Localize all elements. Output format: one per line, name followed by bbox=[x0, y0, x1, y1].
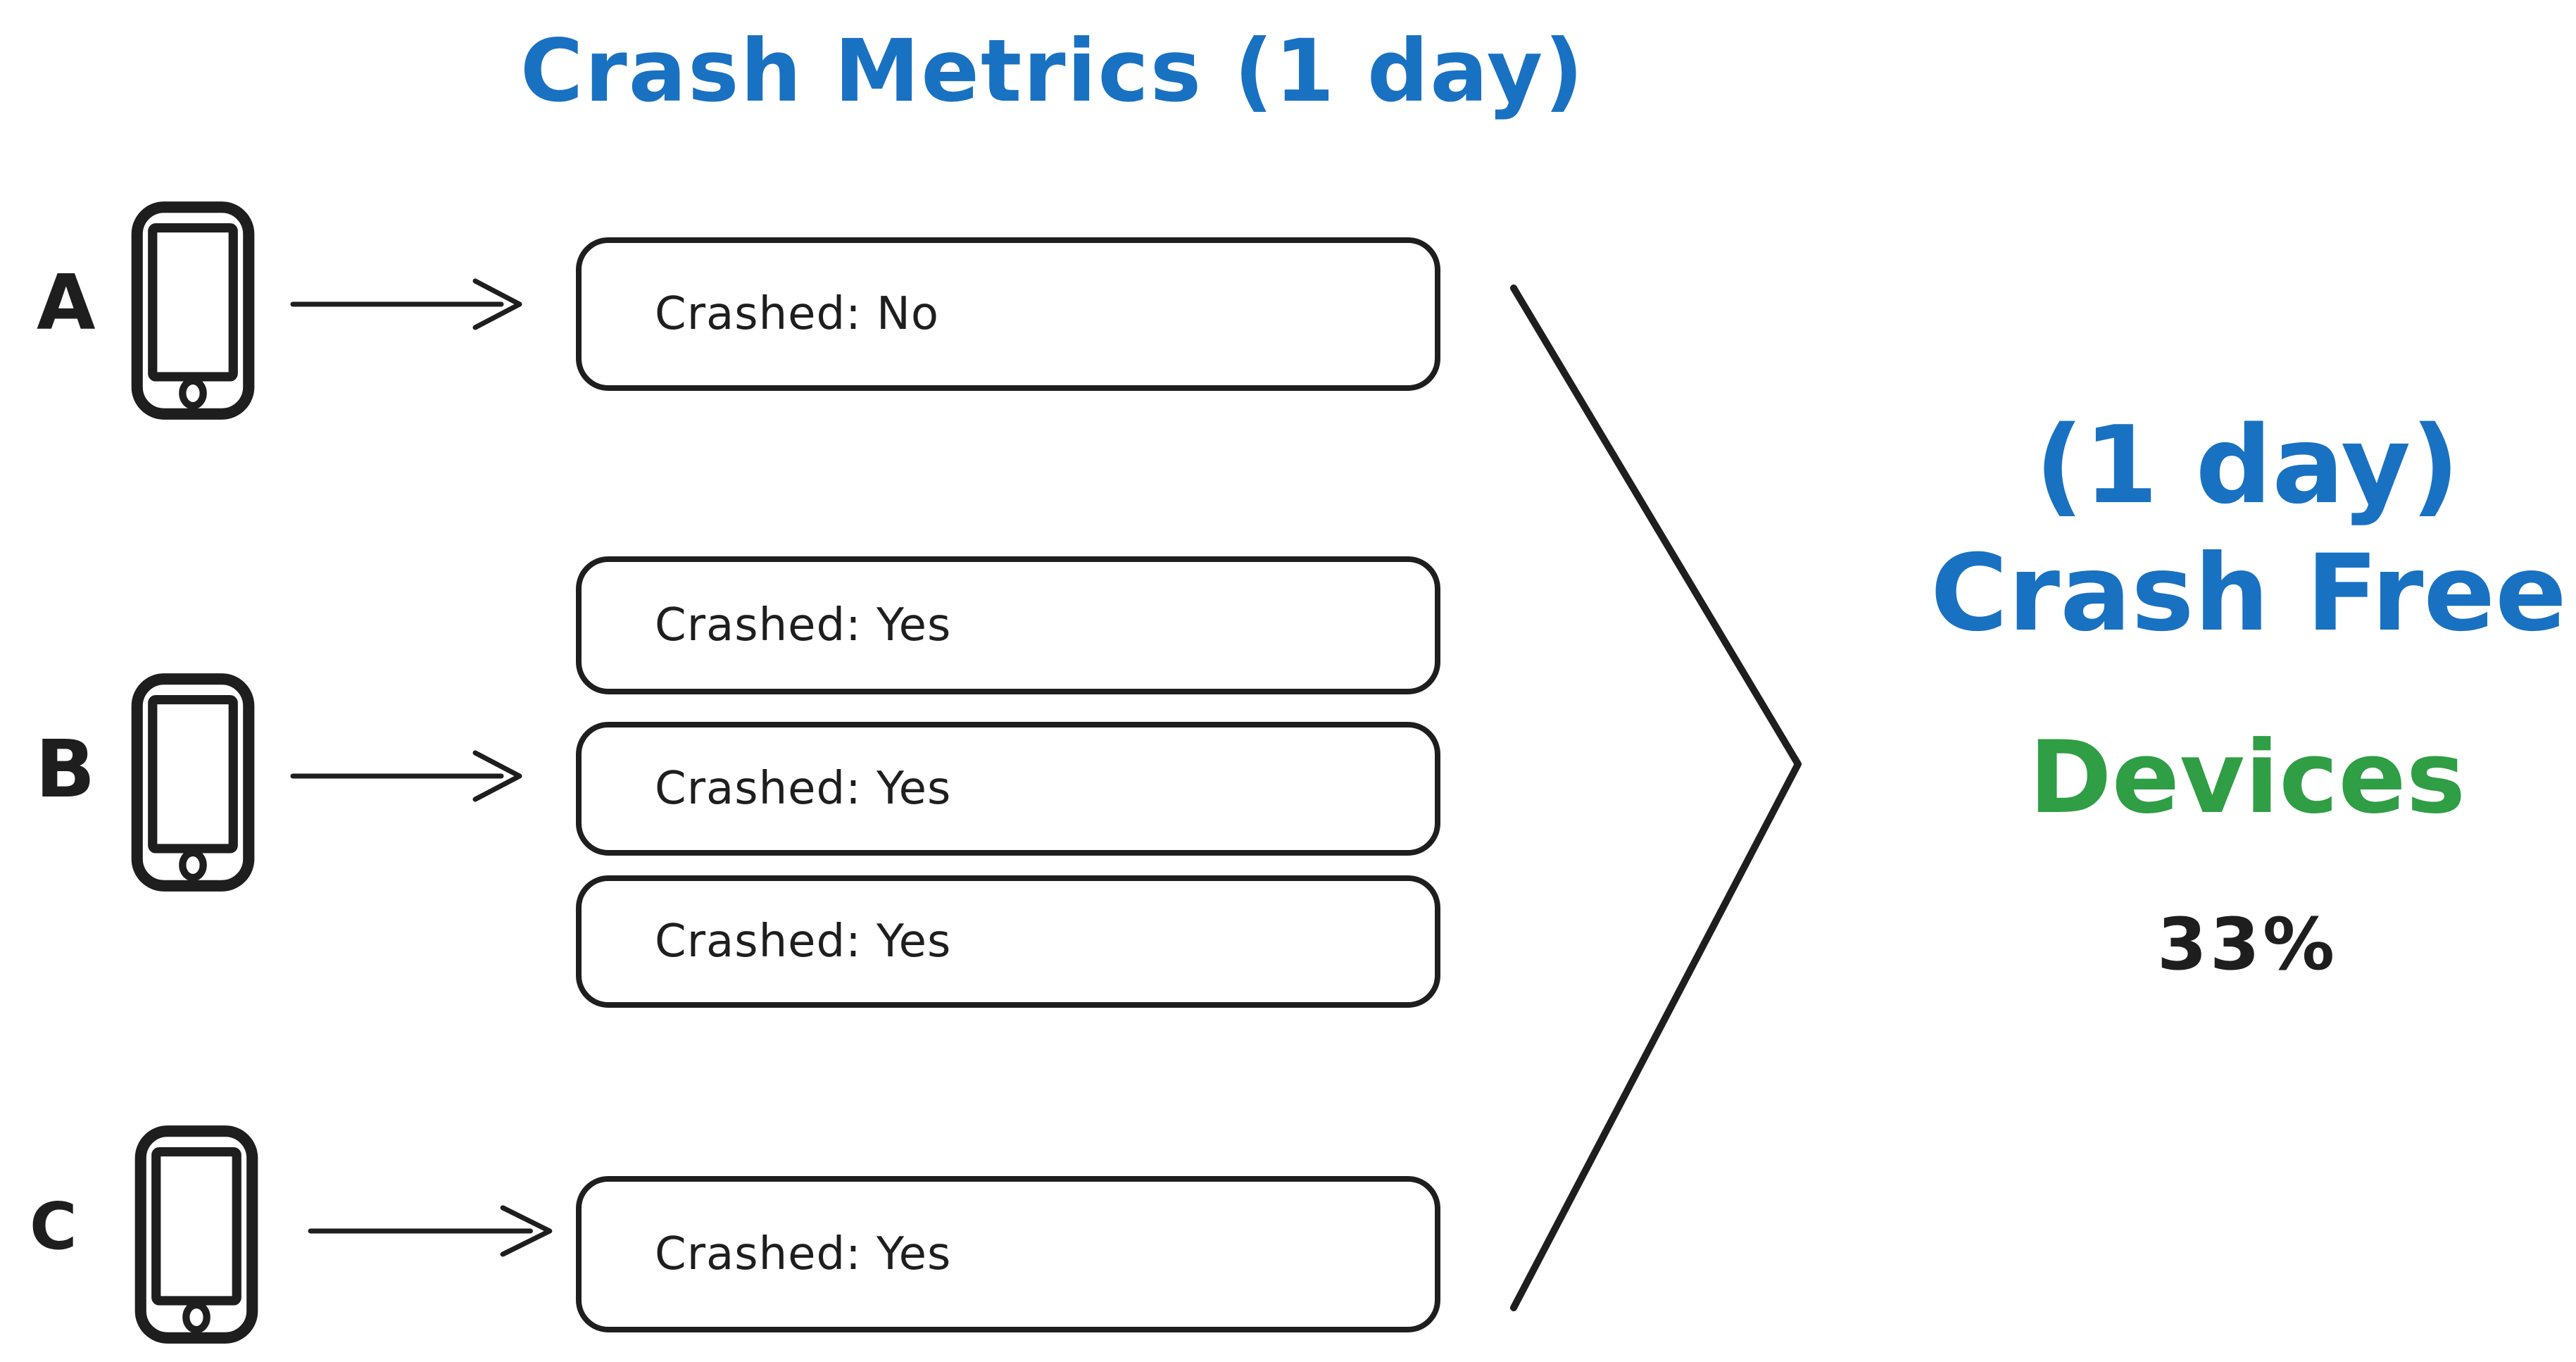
phone-icon-b bbox=[131, 673, 255, 892]
device-label-b: B bbox=[35, 724, 96, 816]
session-box-b2-label: Crashed: Yes bbox=[655, 763, 952, 815]
arrow-c-icon bbox=[308, 1205, 553, 1257]
session-box-b3-label: Crashed: Yes bbox=[655, 916, 952, 968]
result-period: (1 day) bbox=[2035, 403, 2460, 527]
session-box-b2: Crashed: Yes bbox=[576, 722, 1440, 856]
result-metric: Crash Free bbox=[1930, 532, 2567, 655]
diagram-title: Crash Metrics (1 day) bbox=[520, 21, 1585, 121]
merge-chevron-icon bbox=[1510, 285, 1802, 1311]
arrow-b-icon bbox=[290, 750, 522, 802]
session-box-c1-label: Crashed: Yes bbox=[655, 1228, 952, 1280]
session-box-b1-label: Crashed: Yes bbox=[655, 599, 952, 651]
session-box-c1: Crashed: Yes bbox=[576, 1176, 1440, 1332]
session-box-b1: Crashed: Yes bbox=[576, 556, 1440, 694]
device-label-c: C bbox=[30, 1189, 77, 1264]
result-value: 33% bbox=[2156, 903, 2338, 987]
session-box-a1: Crashed: No bbox=[576, 237, 1440, 391]
session-box-a1-label: Crashed: No bbox=[655, 288, 940, 340]
phone-icon-a bbox=[131, 201, 255, 420]
result-subject: Devices bbox=[2028, 720, 2466, 836]
phone-icon-c bbox=[134, 1125, 258, 1344]
arrow-a-icon bbox=[290, 278, 522, 330]
session-box-b3: Crashed: Yes bbox=[576, 875, 1440, 1008]
device-label-a: A bbox=[37, 259, 96, 347]
